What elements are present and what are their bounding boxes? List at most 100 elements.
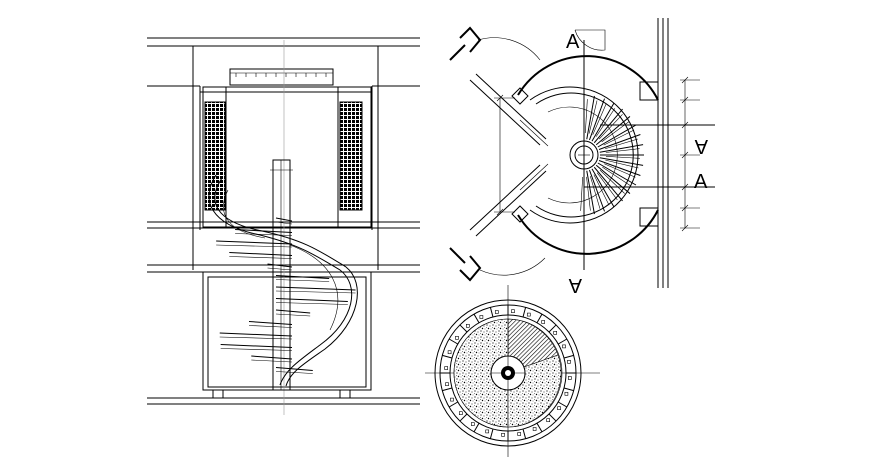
plan-tread-inner [598,114,623,140]
elevation-tread-nosing [219,336,293,340]
plan-tread-inner [580,176,583,211]
base-rib-block [568,376,572,380]
base-rib-block [458,411,463,415]
elevation-tread-nosing [275,221,293,225]
base-rib [448,401,459,408]
base-rib [522,428,527,439]
base-rib-block [546,418,550,423]
plan-tread-inner [605,156,640,159]
elevation-tread [235,229,293,233]
base-rib [442,354,453,359]
elevation-tread [275,275,330,279]
section-label-right-upper: A [694,135,708,157]
base-rib-block [445,382,449,387]
plan-tread-inner [603,129,635,146]
base-rib-block [447,350,452,355]
plan-tread-line [593,166,623,202]
elevation-tread [229,252,293,256]
elevation-tread [251,355,293,360]
plan-tread-line [599,144,644,153]
plan-tread-inner [589,176,601,209]
elevation-tread-nosing [275,302,348,305]
elevation-tread-nosing [216,244,293,248]
base-rib-block [471,422,475,426]
base-rib-block [479,315,484,319]
elevation-tread-nosing [275,279,330,282]
elevation-tread-nosing [229,256,293,259]
base-rib-block [485,429,490,434]
base-ribs [440,305,576,441]
base-rib-block [455,336,459,340]
elevation-tread [267,263,293,268]
base-rib [557,401,568,408]
base-rib-block [532,427,537,431]
plan-tread-inner [599,169,625,194]
plan-tread-line [593,108,623,144]
plan-tread-line [597,124,637,148]
section-label-bottom: A [568,274,582,296]
base-rib-block [494,310,499,314]
base-rib-block [557,406,561,410]
staircase-base-plan [425,285,600,457]
elevation-tread-nosing [251,359,293,363]
base-rib [473,422,480,433]
staircase-plan-view: A A A A [449,18,715,296]
header-dentils [235,73,327,77]
elevation-tread-nosing [275,290,356,294]
base-rib-block [526,312,531,317]
plan-tread-inner [592,103,607,135]
base-rib-block [466,323,470,328]
elevation-tread-nosing [275,313,311,317]
base-rib-block [567,359,571,364]
base-rib [563,387,574,392]
elevation-tread-nosing [267,267,293,271]
base-rib [459,413,468,422]
base-rib [548,324,557,333]
plan-tread-inner [605,148,640,153]
base-rib-block [562,344,566,349]
base-rib [489,428,494,439]
plan-tread-inner [602,166,631,187]
base-rib [473,313,480,324]
plan-tread-line [591,102,615,142]
right-window-grate [339,101,363,211]
elevation-tread [275,309,311,314]
plan-tread-inner [588,100,598,134]
section-label-right-lower: A [694,171,708,193]
plan-dimensions-right [680,76,700,232]
base-rib [448,338,459,345]
plan-tread-inner [595,108,616,137]
plan-tread-inner [604,163,636,178]
elevation-tread [219,332,293,337]
plan-tread-inner [586,176,591,211]
plan-tread-line [595,116,631,146]
base-rib-block [564,391,569,396]
plan-tread-line [598,160,641,176]
plan-tread-inner [605,138,638,150]
left-window-grate [204,101,226,211]
elevation-tread [220,344,293,348]
elevation-tread-nosing [275,371,313,374]
base-rib [459,324,468,333]
elevation-tread-nosing [220,348,293,351]
base-rib-block [450,397,454,402]
plan-tread-line [591,168,615,208]
plan-tread-line [589,98,605,141]
base-rib-block [444,366,448,370]
central-column [272,159,291,391]
plan-tread-inner [593,174,610,206]
staircase-elevation-view [147,37,420,415]
plan-treads [580,95,644,215]
plan-tread-inner [585,99,588,134]
base-rib [548,413,557,422]
plan-tread-inner [596,172,618,201]
elevation-treads [216,217,356,374]
elevation-tread [275,217,293,222]
plan-tread-line [598,134,641,150]
elevation-tread [275,286,356,291]
plan-tread-line [586,95,595,140]
base-rib [563,354,574,359]
base-rib-block [541,320,545,324]
base-rib [536,422,543,433]
